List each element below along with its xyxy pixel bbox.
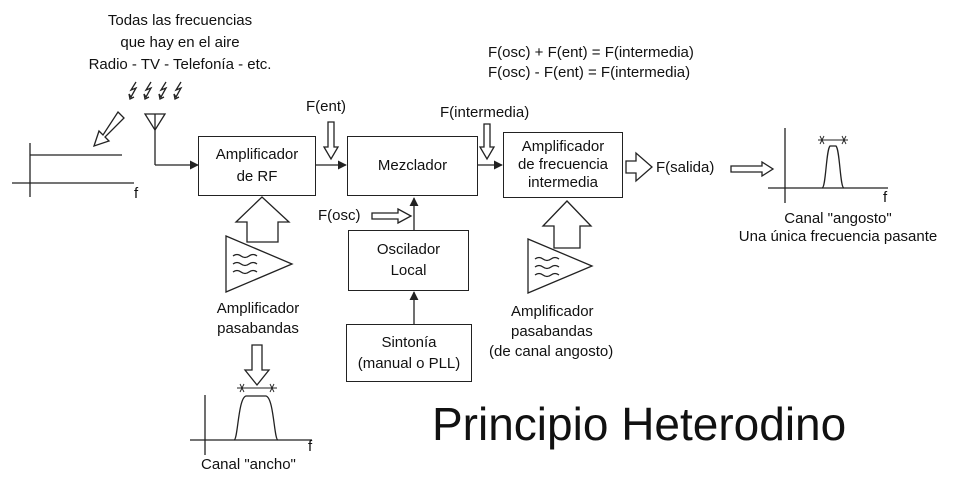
f-intermedia-hollow-arrow bbox=[478, 123, 496, 161]
if-amplifier-block: Amplificador de frecuencia intermedia bbox=[503, 132, 623, 198]
tuning-line-1: Sintonía bbox=[381, 333, 437, 351]
top-caption-line-3: Radio - TV - Telefonía - etc. bbox=[88, 56, 272, 73]
antenna-icon bbox=[143, 113, 167, 165]
left-bandpass-filter-icon bbox=[225, 235, 294, 293]
narrow-channel-spectrum bbox=[768, 128, 888, 203]
rf-amplifier-block: Amplificador de RF bbox=[198, 136, 316, 196]
if-output-hollow-arrow bbox=[625, 151, 653, 183]
tuning-line-2: (manual o PLL) bbox=[357, 354, 461, 372]
wide-channel-down-arrow bbox=[243, 344, 271, 387]
left-filter-label-1: Amplificador bbox=[216, 300, 300, 317]
equation-sum: F(osc) + F(ent) = F(intermedia) bbox=[488, 44, 694, 61]
narrow-channel-caption-2: Una única frecuencia pasante bbox=[738, 228, 938, 245]
osc-line-2: Local bbox=[390, 262, 427, 279]
if-amp-line-1: Amplificador bbox=[521, 138, 605, 155]
right-filter-label-3: (de canal angosto) bbox=[489, 343, 614, 360]
f-ent-hollow-arrow bbox=[322, 121, 340, 161]
local-oscillator-block: Oscilador Local bbox=[348, 230, 469, 291]
top-caption-line-2: que hay en el aire bbox=[120, 34, 240, 51]
right-filter-label-2: pasabandas bbox=[511, 323, 593, 340]
mixer-label: Mezclador bbox=[377, 157, 448, 174]
rf-amp-line-1: Amplificador bbox=[215, 146, 299, 163]
input-spectrum-axis-f: f bbox=[134, 185, 139, 202]
f-intermedia-label: F(intermedia) bbox=[440, 104, 530, 121]
equation-difference: F(osc) - F(ent) = F(intermedia) bbox=[488, 64, 691, 81]
wide-channel-caption: Canal "ancho" bbox=[201, 456, 296, 473]
f-osc-label: F(osc) bbox=[318, 207, 361, 224]
wide-channel-spectrum bbox=[190, 383, 312, 455]
page-title: Principio Heterodino bbox=[432, 398, 847, 450]
f-salida-hollow-arrow bbox=[730, 160, 775, 178]
right-filter-up-arrow bbox=[541, 200, 593, 249]
mixer-block: Mezclador bbox=[347, 136, 478, 196]
narrow-spectrum-axis-f: f bbox=[883, 189, 888, 206]
wide-spectrum-axis-f: f bbox=[308, 438, 313, 455]
input-spectrum bbox=[12, 143, 134, 197]
left-filter-label-2: pasabandas bbox=[217, 320, 299, 337]
f-osc-hollow-arrow bbox=[371, 207, 413, 225]
tuning-block: Sintonía (manual o PLL) bbox=[346, 324, 472, 382]
incoming-hollow-arrow bbox=[92, 110, 125, 148]
left-filter-up-arrow bbox=[234, 196, 291, 243]
f-ent-label: F(ent) bbox=[306, 98, 347, 115]
rf-amp-line-2: de RF bbox=[236, 168, 278, 185]
osc-line-1: Oscilador bbox=[376, 241, 441, 258]
f-salida-label: F(salida) bbox=[656, 159, 715, 176]
top-caption-line-1: Todas las frecuencias bbox=[107, 12, 253, 29]
if-amp-line-3: intermedia bbox=[527, 174, 599, 191]
narrow-channel-caption-1: Canal "angosto" bbox=[784, 210, 892, 227]
right-filter-label-1: Amplificador bbox=[511, 303, 594, 320]
lightning-bolts-icon bbox=[128, 81, 183, 100]
right-bandpass-filter-icon bbox=[527, 238, 594, 294]
if-amp-line-2: de frecuencia bbox=[517, 156, 609, 173]
